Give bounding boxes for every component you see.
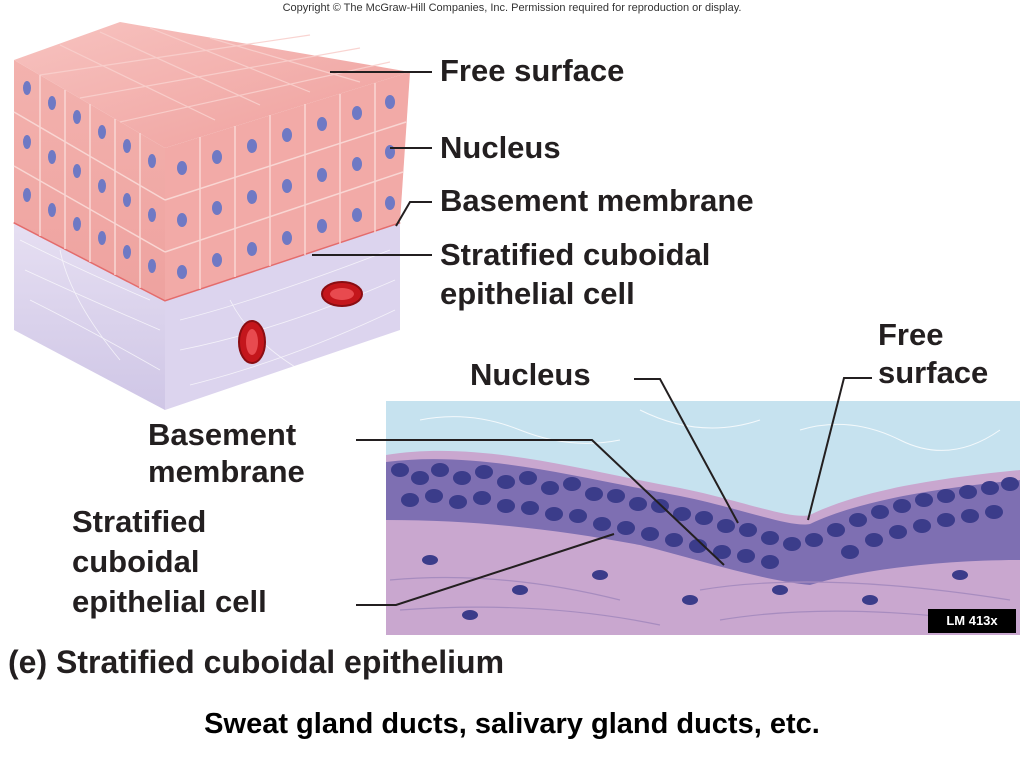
label-micro-cell-line3: epithelial cell — [72, 584, 267, 619]
leader-micro-nucleus — [634, 378, 739, 524]
leader-micro-cell — [356, 533, 615, 606]
epithelium-free-surface — [14, 22, 410, 148]
label-basement-membrane: Basement membrane — [440, 183, 754, 218]
label-micro-basement-line1: Basement — [148, 417, 297, 452]
example-locations-note: Sweat gland ducts, salivary gland ducts,… — [204, 708, 820, 740]
connective-tissue-left — [14, 222, 165, 410]
figure-caption: (e) Stratified cuboidal epithelium — [8, 644, 505, 680]
nuclei-drawing — [23, 81, 395, 279]
micrograph-image — [386, 401, 1020, 635]
label-cell-line1: Stratified cuboidal — [440, 237, 711, 272]
label-micro-nucleus: Nucleus — [470, 357, 591, 392]
label-cell-line2: epithelial cell — [440, 276, 635, 311]
leader-micro-free-surface — [807, 377, 872, 521]
connective-tissue-right — [165, 222, 400, 410]
label-micro-free-line1: Free — [878, 317, 944, 352]
label-free-surface: Free surface — [440, 53, 625, 88]
label-micro-basement-line2: membrane — [148, 454, 305, 489]
leader-basement — [395, 201, 432, 227]
copyright-notice: Copyright © The McGraw-Hill Companies, I… — [282, 2, 742, 14]
leader-micro-basement — [356, 439, 725, 566]
label-micro-free-line2: surface — [878, 355, 989, 390]
label-nucleus: Nucleus — [440, 130, 561, 165]
magnification-badge: LM 413x — [928, 609, 1016, 633]
label-micro-cell-line1: Stratified — [72, 504, 207, 539]
label-micro-cell-line2: cuboidal — [72, 544, 200, 579]
